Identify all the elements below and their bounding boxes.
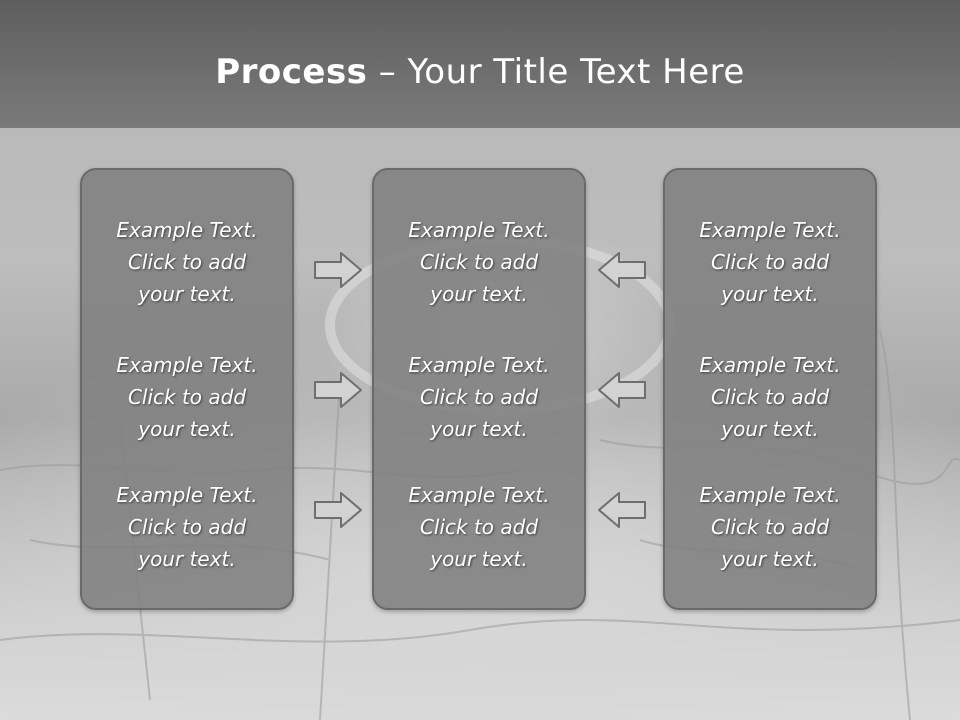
text-line: Click to add <box>419 385 539 409</box>
process-panel-left[interactable]: Example Text. Click to add your text. Ex… <box>80 168 294 610</box>
text-line: your text. <box>430 417 528 441</box>
text-line: Example Text. <box>116 218 258 242</box>
text-line: Example Text. <box>408 353 550 377</box>
text-line: your text. <box>721 547 819 571</box>
text-line: your text. <box>721 417 819 441</box>
text-block[interactable]: Example Text. Click to add your text. <box>82 479 292 575</box>
right-arrow-icon <box>314 252 362 288</box>
text-line: Example Text. <box>408 483 550 507</box>
text-line: Click to add <box>127 515 247 539</box>
text-line: Click to add <box>710 385 830 409</box>
title-rest: – Your Title Text Here <box>367 52 745 92</box>
left-arrow-icon <box>598 372 646 408</box>
text-block[interactable]: Example Text. Click to add your text. <box>82 349 292 445</box>
text-block[interactable]: Example Text. Click to add your text. <box>374 214 584 310</box>
title-bold: Process <box>215 52 368 92</box>
text-block[interactable]: Example Text. Click to add your text. <box>374 349 584 445</box>
text-line: Click to add <box>419 515 539 539</box>
text-line: Click to add <box>127 385 247 409</box>
text-block[interactable]: Example Text. Click to add your text. <box>82 214 292 310</box>
text-line: your text. <box>430 282 528 306</box>
title-bar <box>0 0 960 128</box>
process-panel-right[interactable]: Example Text. Click to add your text. Ex… <box>663 168 877 610</box>
slide-title[interactable]: Process – Your Title Text Here <box>0 52 960 92</box>
right-arrow-icon <box>314 492 362 528</box>
text-block[interactable]: Example Text. Click to add your text. <box>665 479 875 575</box>
text-line: Example Text. <box>699 483 841 507</box>
right-arrow-icon <box>314 372 362 408</box>
text-line: Click to add <box>127 250 247 274</box>
text-line: Example Text. <box>116 353 258 377</box>
text-block[interactable]: Example Text. Click to add your text. <box>374 479 584 575</box>
text-line: Example Text. <box>699 218 841 242</box>
text-line: your text. <box>430 547 528 571</box>
text-block[interactable]: Example Text. Click to add your text. <box>665 214 875 310</box>
text-line: Example Text. <box>408 218 550 242</box>
text-line: your text. <box>721 282 819 306</box>
text-line: Click to add <box>710 515 830 539</box>
left-arrow-icon <box>598 492 646 528</box>
text-line: your text. <box>138 282 236 306</box>
text-line: Click to add <box>419 250 539 274</box>
text-line: Example Text. <box>116 483 258 507</box>
text-line: Click to add <box>710 250 830 274</box>
left-arrow-icon <box>598 252 646 288</box>
text-line: your text. <box>138 417 236 441</box>
text-line: your text. <box>138 547 236 571</box>
process-panel-center[interactable]: Example Text. Click to add your text. Ex… <box>372 168 586 610</box>
text-block[interactable]: Example Text. Click to add your text. <box>665 349 875 445</box>
text-line: Example Text. <box>699 353 841 377</box>
